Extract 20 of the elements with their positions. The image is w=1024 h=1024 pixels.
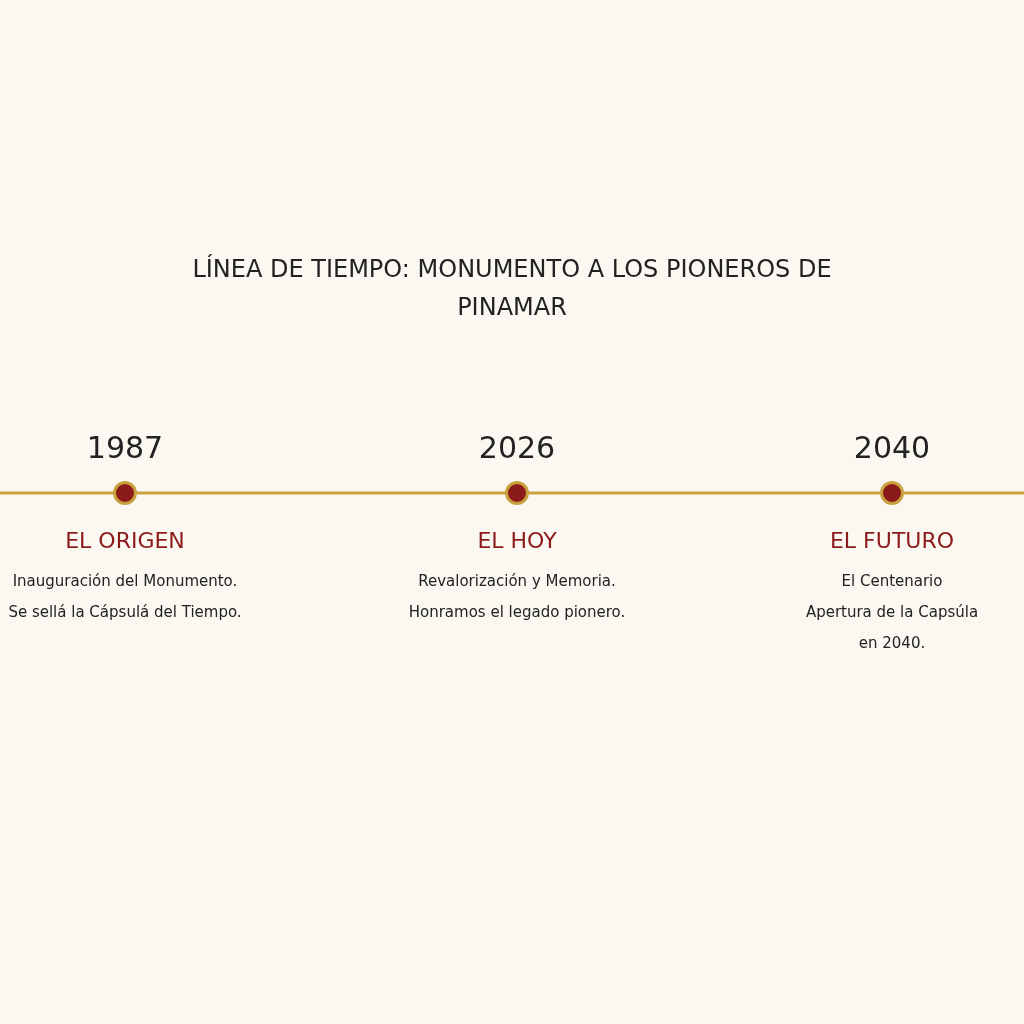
timeline-line bbox=[904, 491, 1024, 495]
period-heading: EL ORIGEN bbox=[64, 527, 186, 555]
description-text: Inauguración del Monumento. bbox=[11, 571, 239, 592]
period-heading: EL FUTURO bbox=[828, 527, 956, 555]
timeline-line bbox=[529, 491, 880, 495]
title: LÍNEA DE TIEMPO: MONUMENTO A LOS PIONEROS DE PINAMAR bbox=[191, 253, 833, 323]
timeline-dot bbox=[113, 481, 137, 505]
description-text: Apertura de la Capsúla en 2040. bbox=[804, 602, 980, 654]
description-text: Se sellá la Cápsulá del Tiempo. bbox=[7, 602, 243, 623]
timeline-dot bbox=[880, 481, 904, 505]
timeline-dot bbox=[505, 481, 529, 505]
year-label: 2040 bbox=[852, 429, 932, 467]
period-heading: EL HOY bbox=[476, 527, 558, 555]
description-text: Revalorización y Memoria. bbox=[417, 571, 617, 592]
description-text: El Centenario bbox=[840, 571, 944, 592]
year-label: 2026 bbox=[477, 429, 557, 467]
description-text: Honramos el legado pionero. bbox=[407, 602, 627, 623]
year-label: 1987 bbox=[85, 429, 165, 467]
timeline-line bbox=[0, 491, 113, 495]
timeline-line bbox=[137, 491, 505, 495]
